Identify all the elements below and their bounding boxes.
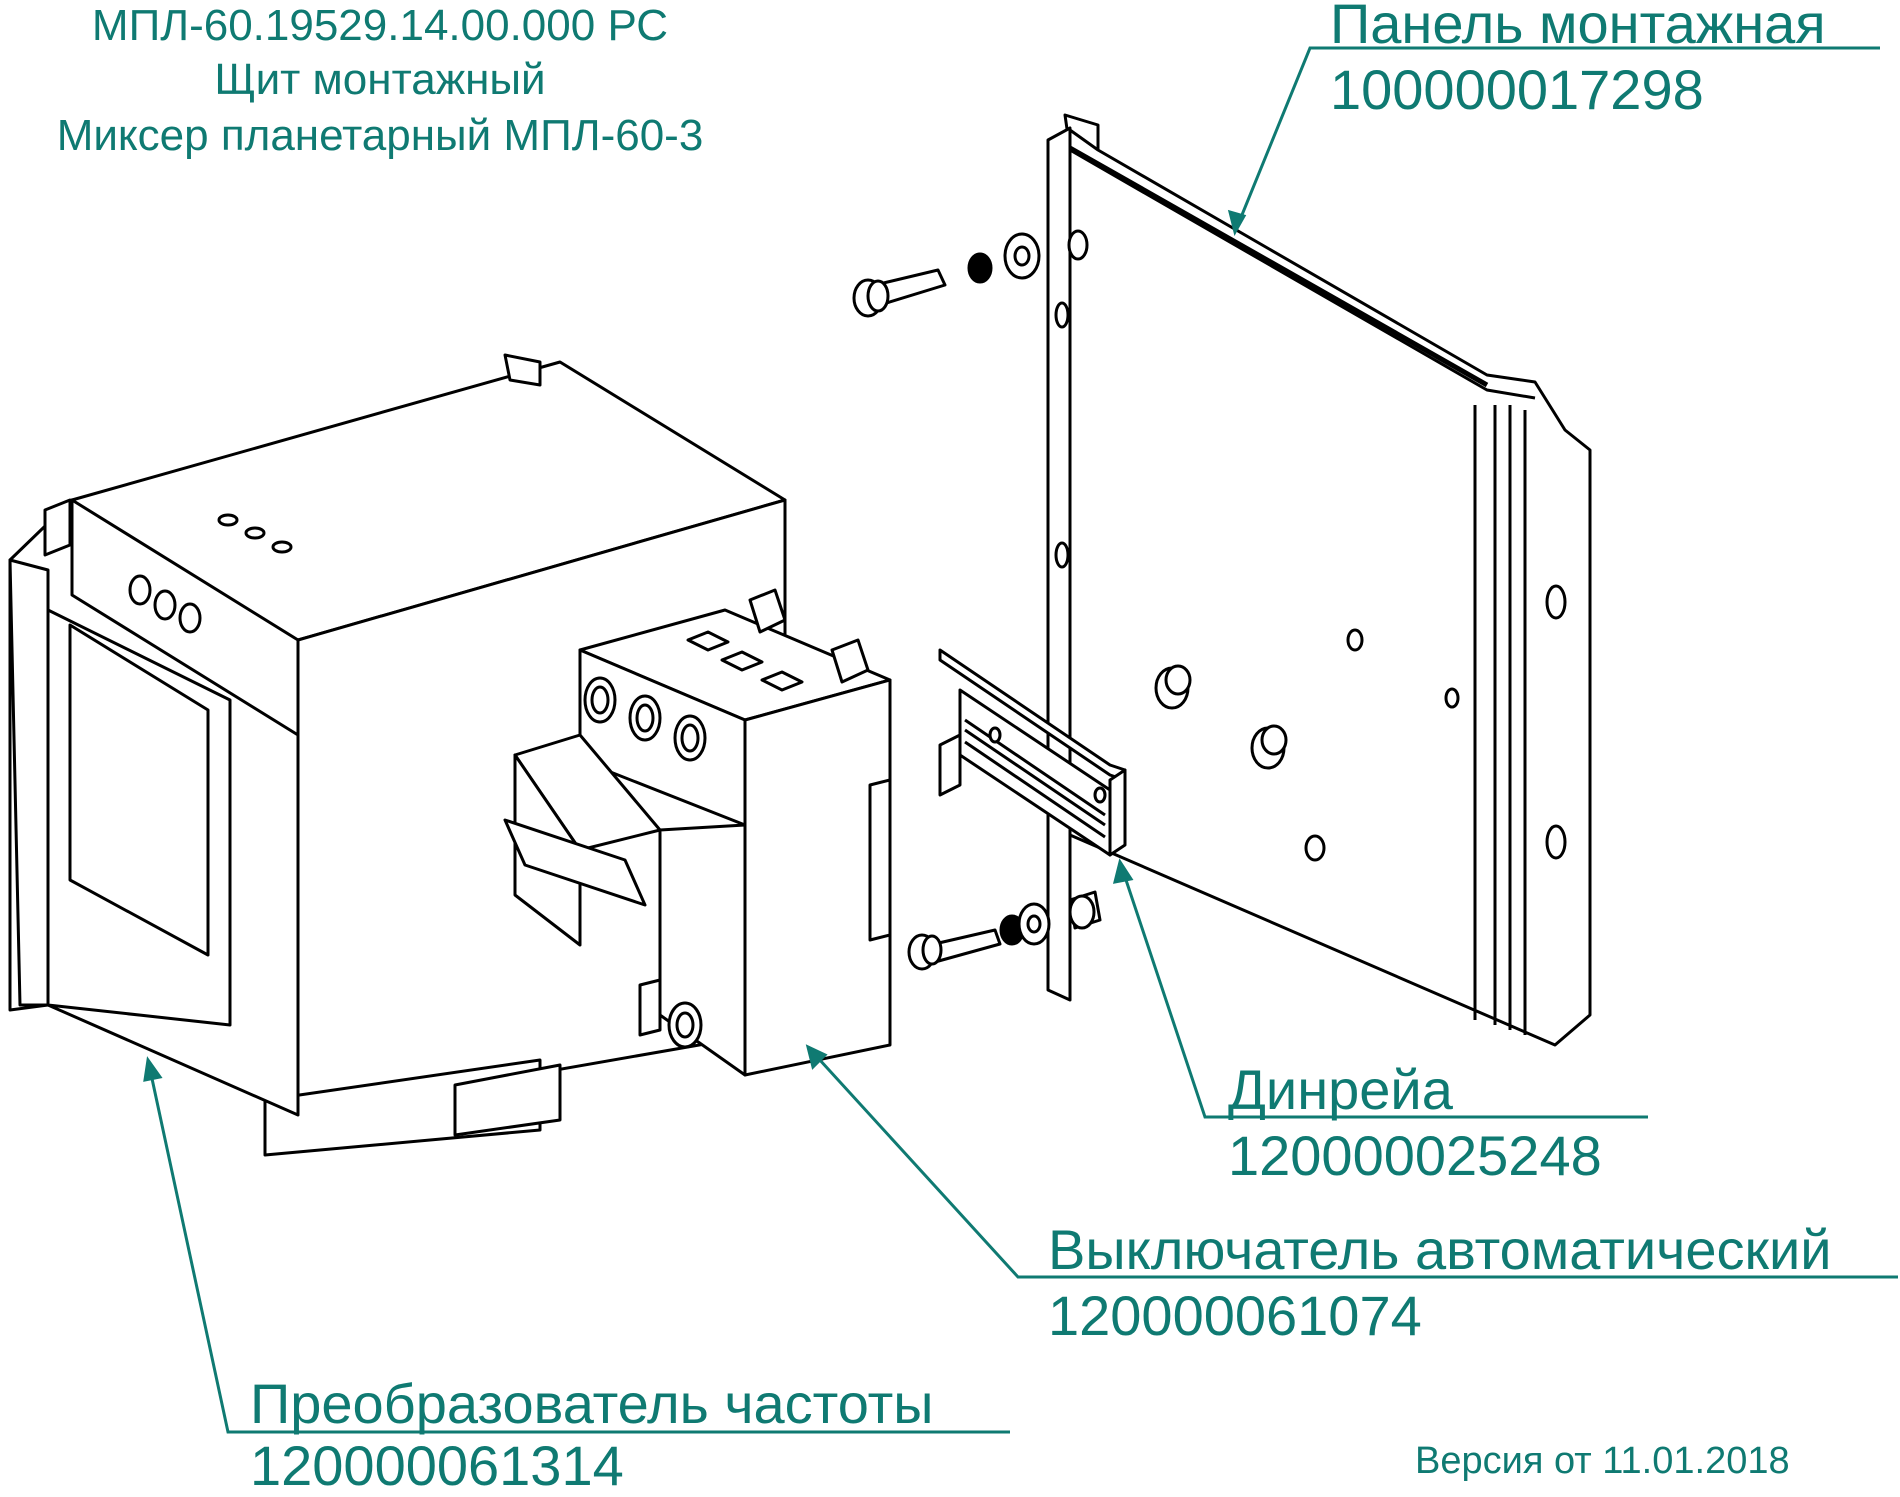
panel-arrowhead: [1227, 209, 1247, 237]
converter-arrowhead: [143, 1056, 163, 1082]
converter-leader: [146, 1059, 1010, 1434]
converter-code: 120000061314: [250, 1434, 624, 1497]
din-rail: [938, 648, 1127, 857]
breaker-label: Выключатель автоматический: [1048, 1218, 1832, 1281]
document-number: МПЛ-60.19529.14.00.000 РС: [91, 1, 669, 50]
din-rail-arrowhead: [1112, 858, 1134, 884]
panel-leader: [1233, 46, 1880, 233]
converter-label: Преобразователь частоты: [250, 1372, 934, 1435]
product-title: Миксер планетарный МПЛ-60-3: [56, 111, 704, 160]
assembly-title: Щит монтажный: [214, 55, 546, 104]
circuit-breaker: [503, 588, 892, 1077]
din-rail-leader: [1118, 861, 1648, 1119]
din-rail-code: 120000025248: [1228, 1124, 1602, 1187]
panel-code: 100000017298: [1330, 58, 1704, 121]
din-rail-label: Динрейа: [1228, 1058, 1453, 1121]
panel-label: Панель монтажная: [1330, 0, 1826, 55]
top-screw-set: [852, 232, 1041, 318]
bottom-screw-set: [907, 890, 1102, 971]
leader-lines: [143, 46, 1898, 1434]
mounting-panel: [1046, 113, 1592, 1047]
breaker-code: 120000061074: [1048, 1284, 1422, 1347]
breaker-leader: [806, 1045, 1898, 1279]
version-stamp: Версия от 11.01.2018: [1415, 1440, 1790, 1482]
breaker-arrowhead: [805, 1044, 828, 1070]
